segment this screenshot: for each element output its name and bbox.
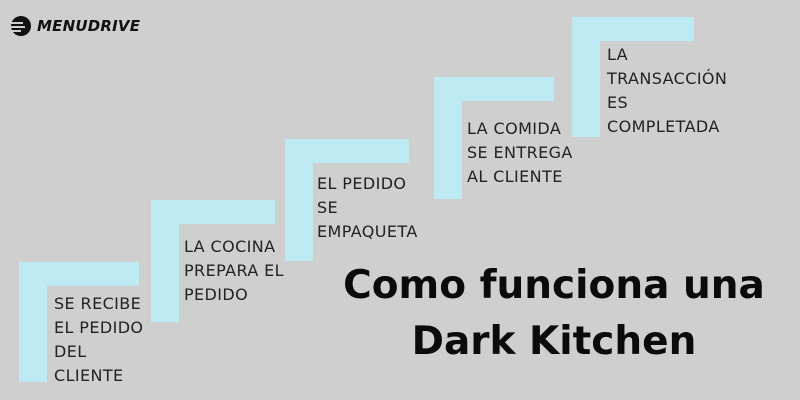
step-3-line-1: EL PEDIDO — [317, 174, 407, 193]
step-4-line-1: LA COMIDA — [467, 119, 562, 138]
step-2-line-1: LA COCINA — [184, 237, 276, 256]
step-5-text: LA TRANSACCIÓN ES COMPLETADA — [607, 43, 727, 139]
step-4-text: LA COMIDA SE ENTREGA AL CLIENTE — [467, 117, 573, 189]
step-2-line-3: PEDIDO — [184, 285, 249, 304]
step-5-bracket — [572, 17, 694, 137]
step-2-text: LA COCINA PREPARA EL PEDIDO — [184, 235, 284, 307]
step-1-text: SE RECIBE EL PEDIDO DEL CLIENTE — [54, 292, 143, 388]
step-5-line-1: LA — [607, 45, 629, 64]
step-4-line-2: SE ENTREGA — [467, 143, 573, 162]
step-1-line-3: DEL — [54, 342, 87, 361]
step-1-bracket — [19, 262, 139, 382]
title-line-2: Dark Kitchen — [411, 319, 697, 364]
step-1-line-4: CLIENTE — [54, 366, 124, 385]
brand-name: MENUDRIVE — [37, 17, 141, 35]
step-4-line-3: AL CLIENTE — [467, 167, 563, 186]
brand: MENUDRIVE — [8, 14, 140, 38]
step-5-line-3: ES — [607, 93, 629, 112]
step-4-bracket — [434, 77, 554, 199]
step-3-line-2: SE — [317, 198, 339, 217]
step-1-line-1: SE RECIBE — [54, 294, 142, 313]
title-line-1: Como funciona una — [343, 263, 765, 308]
step-3-line-3: EMPAQUETA — [317, 222, 418, 241]
step-2-line-2: PREPARA EL — [184, 261, 284, 280]
step-3-text: EL PEDIDO SE EMPAQUETA — [317, 172, 418, 244]
step-3-bracket — [285, 139, 409, 261]
step-5-line-4: COMPLETADA — [607, 117, 720, 136]
menudrive-logo-icon — [10, 16, 31, 36]
step-5-line-2: TRANSACCIÓN — [607, 69, 728, 88]
step-1-line-2: EL PEDIDO — [54, 318, 144, 337]
step-2-bracket — [151, 200, 275, 322]
page-title: Como funciona una Dark Kitchen — [335, 258, 773, 370]
